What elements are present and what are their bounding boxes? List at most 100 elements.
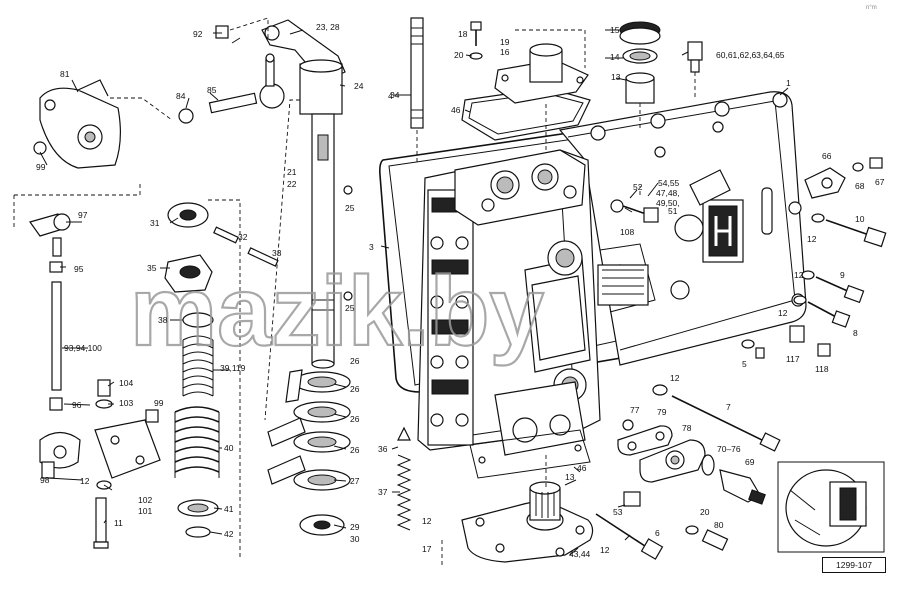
label-part-8: 8 bbox=[853, 328, 858, 338]
leader-lines bbox=[39, 29, 789, 556]
shift-collar-assembly bbox=[164, 199, 279, 560]
label-part-54: 54,55 bbox=[658, 178, 680, 188]
label-part-26d: 26 bbox=[350, 356, 360, 366]
label-part-36: 36 bbox=[378, 444, 388, 454]
label-part-6: 6 bbox=[655, 528, 660, 538]
tie-rod-93 bbox=[13, 182, 141, 479]
label-part-80: 80 bbox=[714, 520, 724, 530]
washer-bolt-20-80 bbox=[685, 525, 729, 551]
seal-washer-stack bbox=[619, 21, 661, 130]
label-part-53: 53 bbox=[613, 507, 623, 517]
label-part-102: 102 bbox=[138, 495, 152, 505]
label-part-11: 11 bbox=[114, 518, 123, 528]
label-part-39: 39,119 bbox=[220, 363, 246, 373]
label-part-46a: 46 bbox=[451, 105, 461, 115]
label-part-98: 98 bbox=[40, 475, 50, 485]
label-part-42: 42 bbox=[224, 529, 234, 539]
gearbox-housing-body bbox=[417, 149, 690, 456]
linkage-bracket-81 bbox=[33, 79, 173, 169]
label-part-5: 5 bbox=[742, 359, 747, 369]
label-part-25b: 25 bbox=[345, 303, 355, 313]
label-part-68: 68 bbox=[855, 181, 865, 191]
label-part-20a: 20 bbox=[454, 50, 464, 60]
breather-plug bbox=[687, 41, 703, 100]
label-part-18: 18 bbox=[458, 29, 468, 39]
label-part-67: 67 bbox=[875, 177, 885, 187]
bolt-6 bbox=[595, 491, 664, 560]
sensor-66-67-68 bbox=[804, 157, 883, 199]
inset-detail-view bbox=[777, 461, 885, 553]
label-part-22: 22 bbox=[287, 179, 297, 189]
label-part-13b: 13 bbox=[565, 472, 575, 482]
label-part-32: 32 bbox=[238, 232, 248, 242]
label-part-26b: 26 bbox=[350, 414, 360, 424]
label-part-69: 69 bbox=[745, 457, 755, 467]
mount-plate-102 bbox=[93, 379, 161, 549]
label-part-38: 38 bbox=[158, 315, 168, 325]
label-part-70: 70–76 bbox=[717, 444, 741, 454]
label-part-19: 19 bbox=[500, 37, 510, 47]
bottom-flange-and-gasket bbox=[441, 429, 594, 565]
label-part-118: 118 bbox=[815, 364, 829, 374]
label-part-12d: 12 bbox=[778, 308, 788, 318]
label-part-1: 1 bbox=[786, 78, 791, 88]
label-part-14: 14 bbox=[610, 52, 620, 62]
label-part-31: 31 bbox=[150, 218, 160, 228]
label-part-81: 81 bbox=[60, 69, 70, 79]
bolt-8 bbox=[793, 295, 851, 328]
plug-117-118 bbox=[741, 325, 831, 359]
label-part-26a: 26 bbox=[350, 384, 360, 394]
label-part-20b: 20 bbox=[700, 507, 710, 517]
label-part-93: 93,94,100 bbox=[64, 343, 102, 353]
drawing-code-box: 1299-107 bbox=[822, 557, 886, 573]
label-part-79: 79 bbox=[657, 407, 667, 417]
label-part-99a: 99 bbox=[36, 162, 46, 172]
small-bolt-18 bbox=[469, 21, 483, 60]
label-part-101: 101 bbox=[138, 506, 152, 516]
top-bearing-cover bbox=[461, 29, 591, 150]
label-part-95: 95 bbox=[74, 264, 84, 274]
label-part-92: 92 bbox=[193, 29, 203, 39]
label-part-35: 35 bbox=[147, 263, 157, 273]
label-part-21: 21 bbox=[287, 167, 297, 177]
label-part-12g: 12 bbox=[600, 545, 610, 555]
label-part-117: 117 bbox=[786, 354, 800, 364]
gasket-flange-77-79 bbox=[617, 419, 706, 483]
shift-fork-stack bbox=[264, 99, 351, 536]
label-part-84: 84 bbox=[176, 91, 186, 101]
sender-69 bbox=[701, 454, 766, 505]
label-part-99b: 99 bbox=[154, 398, 164, 408]
label-part-29: 29 bbox=[350, 522, 360, 532]
label-part-40: 40 bbox=[224, 443, 234, 453]
label-part-103: 103 bbox=[119, 398, 133, 408]
label-part-15: 15 bbox=[610, 25, 620, 35]
label-part-25a: 25 bbox=[345, 203, 355, 213]
label-part-52: 52 bbox=[633, 182, 643, 192]
label-part-7: 7 bbox=[726, 402, 731, 412]
label-part-85: 85 bbox=[207, 85, 217, 95]
selector-shaft bbox=[261, 19, 353, 369]
ball-joint-85 bbox=[178, 17, 285, 124]
label-part-77: 77 bbox=[630, 405, 640, 415]
label-part-34: 34 bbox=[390, 90, 400, 100]
label-part-10: 10 bbox=[855, 214, 865, 224]
label-part-37: 37 bbox=[378, 487, 388, 497]
label-part-30: 30 bbox=[350, 534, 360, 544]
bolt-9 bbox=[801, 270, 865, 304]
label-part-12f: 12 bbox=[422, 516, 432, 526]
label-part-23: 23, 28 bbox=[316, 22, 340, 32]
label-part-47: 47,48, bbox=[656, 188, 680, 198]
label-part-12e: 12 bbox=[670, 373, 680, 383]
label-part-17: 17 bbox=[422, 544, 432, 554]
label-part-16: 16 bbox=[500, 47, 510, 57]
label-part-49: 49,50, bbox=[656, 198, 680, 208]
part-labels: 1 3 4 5 6 7 8 9 10 11 12 12 12 12 12 12 … bbox=[36, 22, 885, 559]
spring-36-37 bbox=[396, 426, 412, 531]
corner-mark: n°m bbox=[866, 5, 877, 11]
label-part-78: 78 bbox=[682, 423, 692, 433]
switch-52-108 bbox=[610, 186, 659, 223]
label-part-51: 51 bbox=[668, 206, 678, 216]
bolt-10 bbox=[811, 213, 887, 248]
spring-stack bbox=[174, 312, 220, 538]
